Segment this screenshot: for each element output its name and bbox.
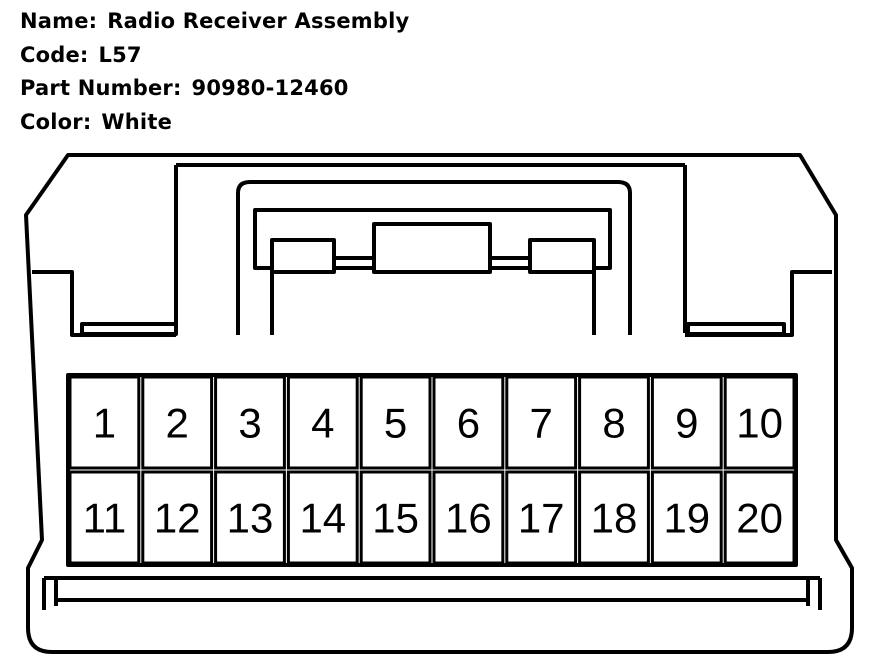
name-row: Name: Radio Receiver Assembly [20,5,409,39]
pin-grid-frame [66,373,798,567]
pin-cell [432,470,505,565]
pin-cell [359,470,432,565]
pin-cell [141,375,214,470]
lock-tab-center [372,222,492,274]
pin-cell [723,375,796,470]
pin-cavity: 16 [432,470,505,565]
pin-number-label: 2 [166,400,189,447]
pin-cell [650,470,723,565]
pin-number-label: 14 [299,495,346,542]
pin-number-label: 8 [602,400,625,447]
pin-cell [214,470,286,565]
name-label: Name: [20,9,98,33]
lock-outer-frame [236,180,632,335]
right-shelf-bar [686,322,786,336]
pin-cell [286,375,359,470]
code-row: Code: L57 [20,39,409,73]
pin-cavity: 13 [214,470,286,565]
lock-inner-frame [253,208,612,335]
pin-number-label: 3 [238,400,261,447]
pin-cavity: 10 [723,375,796,470]
pin-number-label: 7 [530,400,553,447]
bottom-rail [42,576,822,610]
left-shelf-bar [80,322,178,336]
pin-number-label: 12 [154,495,201,542]
upper-housing-shelf [174,163,687,333]
pin-number-label: 10 [736,400,783,447]
pin-cavity: 4 [286,375,359,470]
pin-cell [650,375,723,470]
pin-cavity: 19 [650,470,723,565]
lock-tab-right [528,238,596,274]
pin-cavity: 7 [505,375,578,470]
pin-cell [505,375,578,470]
connector-outer-housing [24,153,854,654]
pin-number-label: 18 [591,495,638,542]
pin-cell [432,375,505,470]
pin-cavity: 5 [359,375,432,470]
pin-cell [578,470,650,565]
pin-number-label: 5 [384,400,407,447]
pin-number-label: 9 [675,400,698,447]
pin-cell [578,375,650,470]
pin-number-label: 20 [736,495,783,542]
color-value: White [101,109,173,134]
pin-cavity: 2 [141,375,214,470]
pin-number-label: 15 [372,495,419,542]
pin-cavity: 14 [286,470,359,565]
code-label: Code: [20,42,89,67]
pin-number-label: 16 [445,495,492,542]
lock-tab-connectors [334,256,530,270]
connector-info: Name: Radio Receiver Assembly Code: L57 Pa… [20,5,409,139]
pin-cavity: 15 [359,470,432,565]
pin-number-label: 17 [518,495,565,542]
part-number-label: Part Number: [20,76,182,100]
lock-tab-left [270,238,336,274]
pin-cavity: 6 [432,375,505,470]
pin-cell [68,470,141,565]
code-value: L57 [98,42,142,67]
pin-cell [359,375,432,470]
pin-number-label: 19 [663,495,710,542]
pin-cavity: 20 [723,470,796,565]
name-value: Radio Receiver Assembly [107,9,410,33]
pin-cavity: 12 [141,470,214,565]
pin-cavity: 9 [650,375,723,470]
pin-number-label: 11 [83,495,127,542]
color-row: Color: White [20,106,409,140]
pin-cavity: 17 [505,470,578,565]
part-number-row: Part Number: 90980-12460 [20,72,409,106]
pin-cell [214,375,286,470]
pin-cell [505,470,578,565]
pin-number-label: 13 [227,495,274,542]
pin-number-label: 4 [311,400,334,447]
pin-cavity: 1 [68,375,141,470]
color-label: Color: [20,109,92,134]
pin-number-label: 6 [457,400,480,447]
pin-cavity: 11 [68,470,141,565]
pin-cell [141,470,214,565]
pin-cavity: 3 [214,375,286,470]
pin-cell [723,470,796,565]
pin-number-label: 1 [93,400,116,447]
pin-cell [68,375,141,470]
pin-cavity: 8 [578,375,650,470]
pin-cell [286,470,359,565]
pin-cavity: 18 [578,470,650,565]
part-number-value: 90980-12460 [191,76,349,100]
